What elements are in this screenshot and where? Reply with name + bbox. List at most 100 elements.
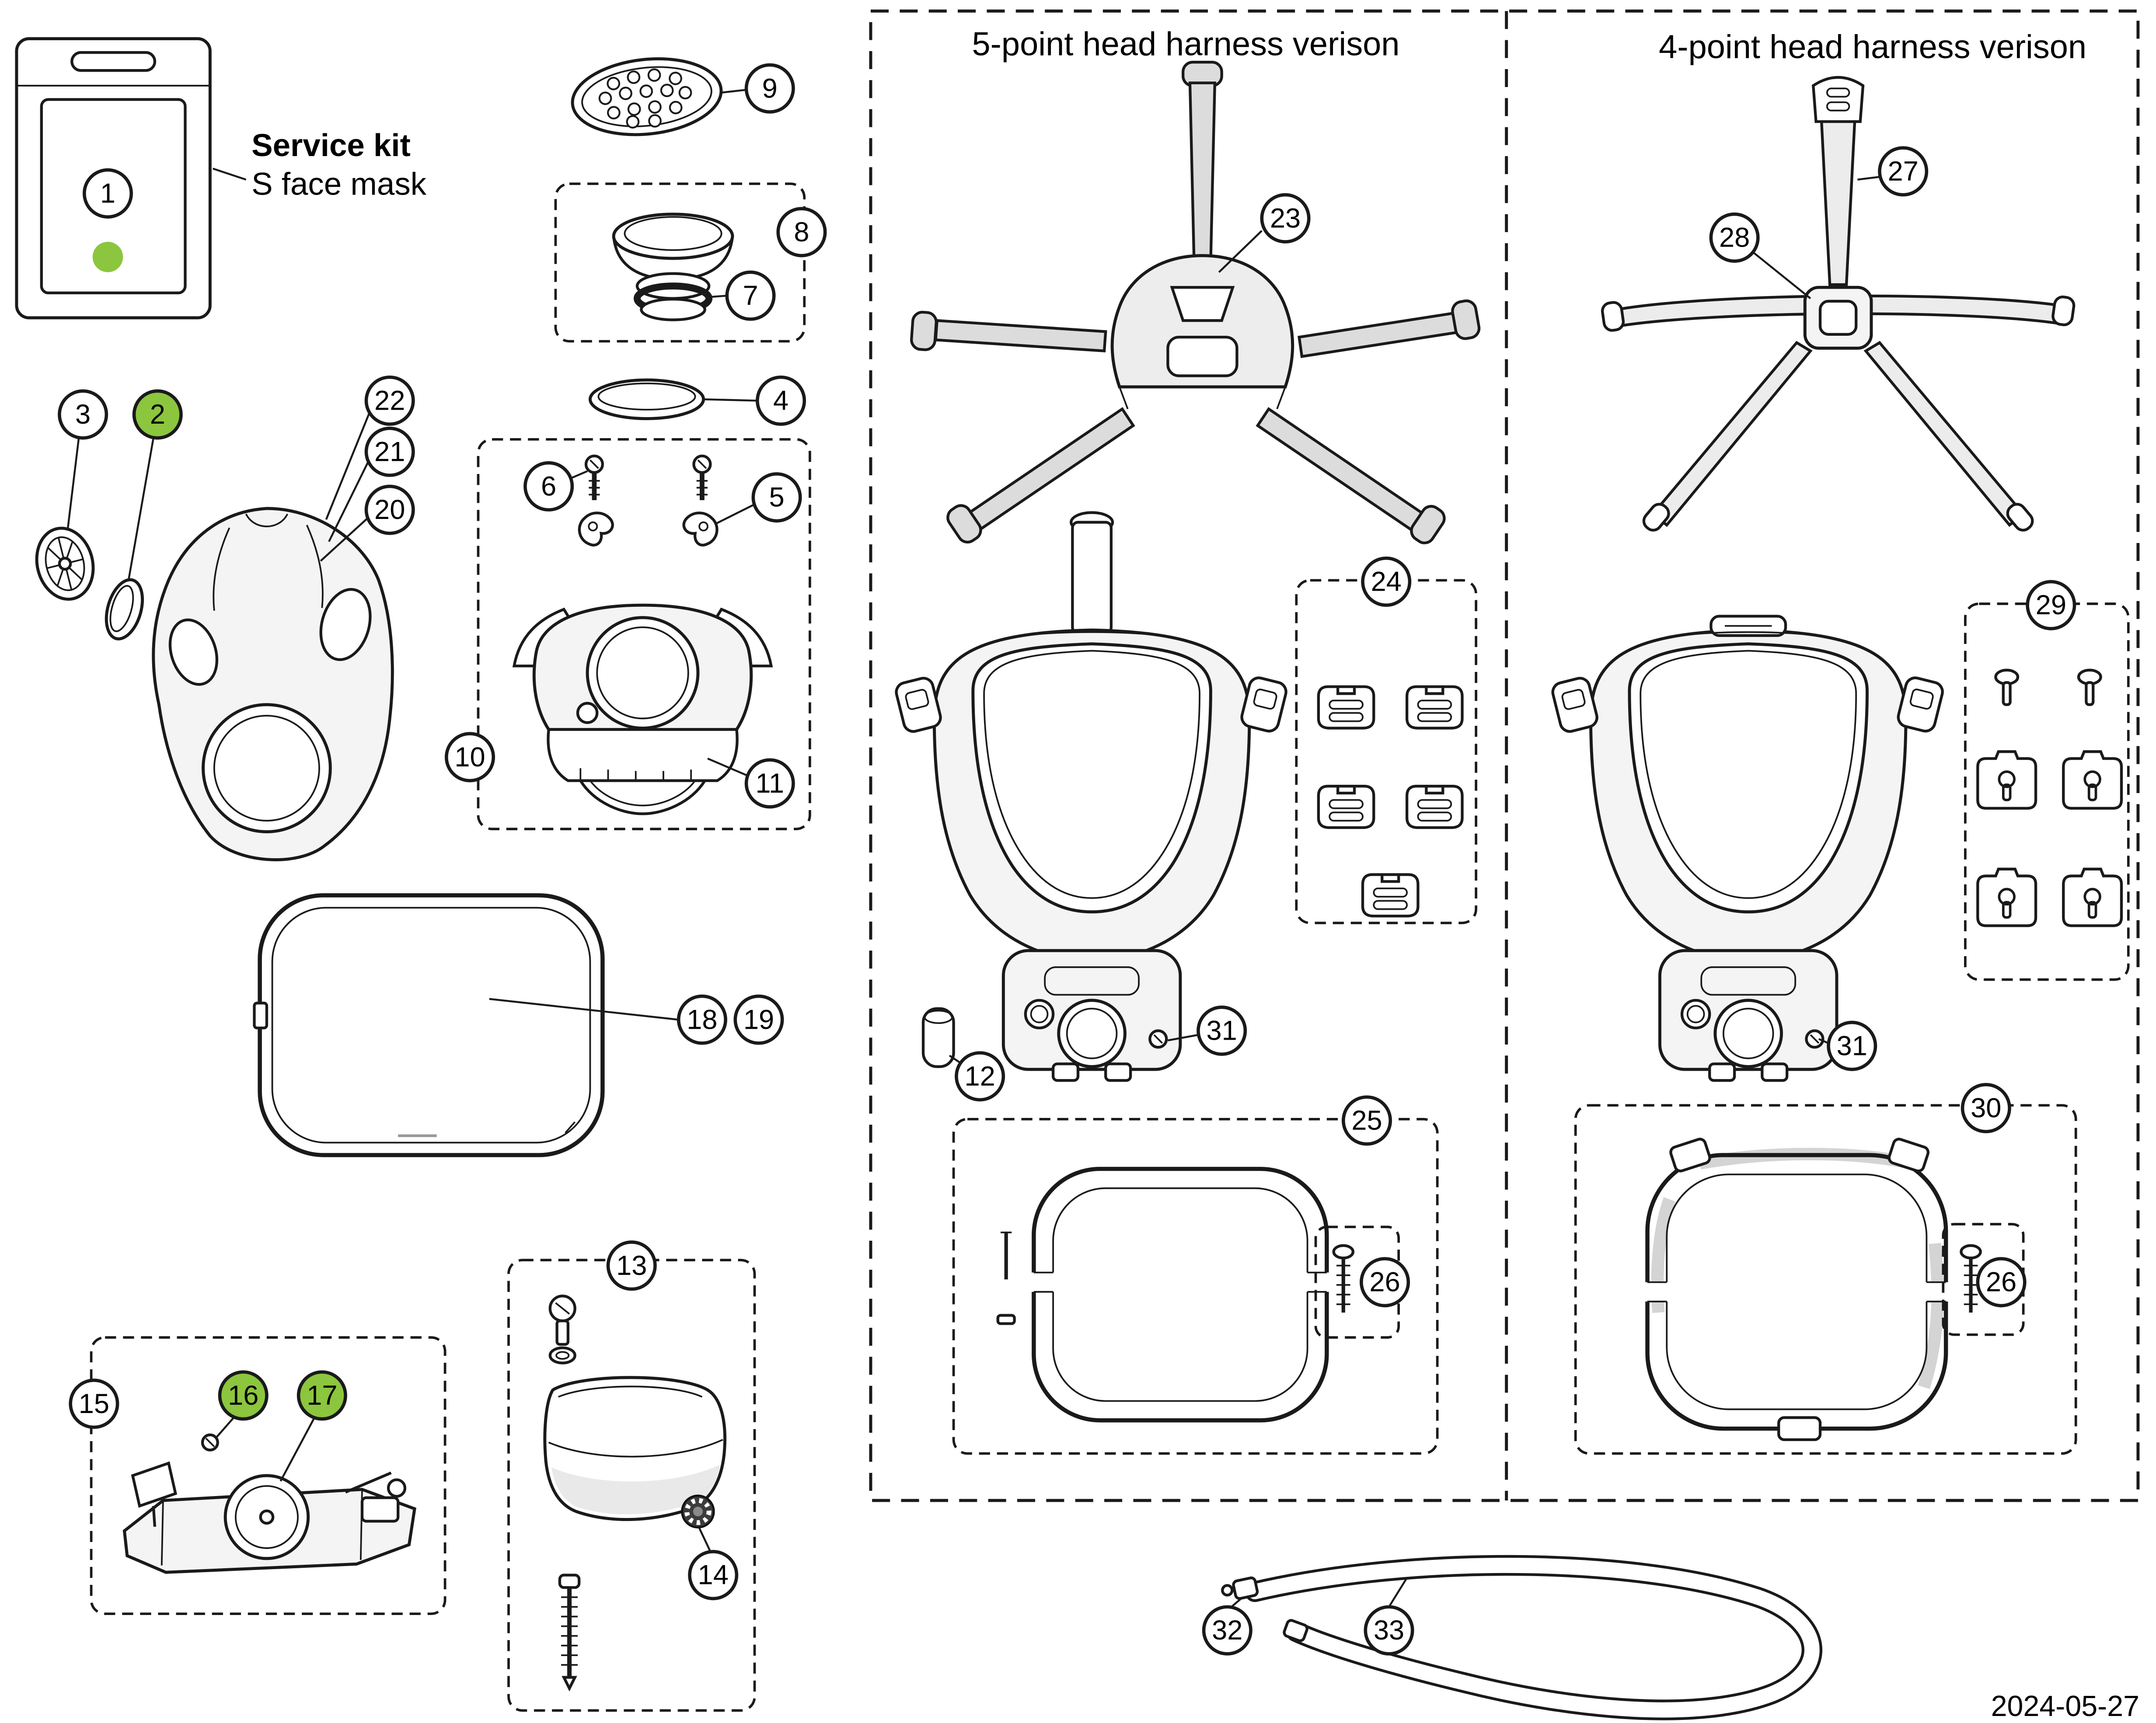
svg-text:11: 11 — [755, 768, 784, 799]
revision-date: 2024-05-27 — [1991, 1690, 2139, 1723]
service-kit-title: Service kit — [251, 128, 411, 163]
callout-19: 19 — [733, 994, 784, 1045]
service-kit-subtitle: S face mask — [251, 167, 427, 202]
part-10-frame-kit — [477, 438, 811, 830]
part-5-screw — [692, 454, 712, 501]
cross-straps-28 — [1601, 285, 2076, 532]
svg-text:33: 33 — [1374, 1615, 1404, 1646]
clip-right — [682, 512, 719, 546]
five-point-mask-chin — [1001, 949, 1182, 1082]
callout-7: 7 — [725, 270, 776, 321]
callout-12: 12 — [955, 1051, 1005, 1102]
part-4-gasket — [588, 378, 705, 421]
clip — [1405, 785, 1464, 829]
buckle — [2062, 867, 2123, 927]
svg-text:13: 13 — [616, 1250, 647, 1281]
svg-text:2: 2 — [150, 399, 165, 430]
cover-shell — [543, 1376, 727, 1521]
bolt — [548, 1295, 576, 1364]
callout-21: 21 — [364, 426, 415, 477]
svg-text:14: 14 — [698, 1560, 729, 1591]
part-12-plug — [921, 1007, 955, 1068]
pin — [1994, 668, 2020, 706]
five-point-mask — [895, 511, 1287, 1082]
buckle — [1976, 867, 2037, 927]
part-16-screw — [201, 1433, 219, 1451]
svg-text:28: 28 — [1719, 223, 1750, 253]
svg-text:5: 5 — [769, 482, 784, 513]
svg-text:17: 17 — [307, 1380, 337, 1411]
callout-26-right: 26 — [1976, 1257, 2027, 1308]
frame-halves — [1028, 1166, 1333, 1423]
callout-14: 14 — [688, 1550, 739, 1601]
callout-5: 5 — [751, 472, 802, 523]
frame-30 — [1639, 1138, 1952, 1441]
svg-text:10: 10 — [454, 742, 485, 773]
callout-32: 32 — [1202, 1605, 1252, 1656]
svg-text:16: 16 — [228, 1380, 258, 1411]
service-kit-green-dot — [92, 242, 123, 272]
svg-text:26: 26 — [1369, 1267, 1400, 1298]
clip — [1317, 785, 1375, 829]
callout-30: 30 — [1961, 1083, 2011, 1134]
callout-9: 9 — [744, 63, 795, 114]
svg-text:23: 23 — [1270, 203, 1301, 233]
callout-13: 13 — [606, 1240, 657, 1291]
part-23-five-point-harness — [910, 61, 1481, 544]
callout-8: 8 — [776, 207, 827, 258]
part-9-diaphragm-cover — [571, 57, 723, 136]
svg-text:7: 7 — [743, 280, 758, 311]
svg-text:18: 18 — [687, 1004, 717, 1035]
four-point-mask — [1551, 615, 1944, 1082]
harness-sections-border — [869, 9, 2140, 1502]
four-point-section-title: 4-point head harness verison — [1659, 28, 2086, 66]
callout-11: 11 — [744, 758, 795, 809]
callout-28: 28 — [1709, 212, 1760, 263]
five-point-section-title: 5-point head harness verison — [972, 26, 1400, 63]
callout-31-four-point: 31 — [1827, 1020, 1877, 1071]
part-8-7-exhalation-valve-kit — [554, 182, 806, 343]
part-6-screw — [584, 454, 604, 501]
svg-text:25: 25 — [1351, 1105, 1382, 1136]
callout-26-left: 26 — [1360, 1257, 1410, 1308]
buckle — [2062, 750, 2123, 810]
part-3-valve-disc — [35, 526, 95, 601]
svg-text:32: 32 — [1212, 1615, 1242, 1646]
demand-valve-assembly — [122, 1433, 416, 1574]
callout-31-five-point: 31 — [1197, 1006, 1247, 1056]
callout-1: 1 — [82, 168, 133, 219]
part-2-membrane — [105, 578, 144, 640]
svg-text:29: 29 — [2036, 590, 2066, 620]
callout-33: 33 — [1364, 1605, 1414, 1656]
part-14-knob — [681, 1494, 715, 1529]
callout-23: 23 — [1260, 193, 1311, 244]
part-15-demand-valve-kit — [90, 1336, 447, 1615]
svg-text:30: 30 — [1971, 1093, 2001, 1124]
svg-text:31: 31 — [1837, 1030, 1867, 1061]
part-30-frame-kit — [1574, 1104, 2077, 1455]
callout-2: 2 — [132, 389, 183, 440]
long-screw — [558, 1573, 581, 1692]
strap-end-clip-32 — [1221, 1576, 1259, 1600]
svg-text:6: 6 — [541, 471, 556, 501]
svg-text:24: 24 — [1371, 566, 1402, 597]
svg-text:20: 20 — [374, 494, 405, 525]
pin — [2077, 668, 2102, 706]
svg-text:19: 19 — [743, 1004, 774, 1035]
callout-15: 15 — [69, 1378, 119, 1429]
svg-text:26: 26 — [1986, 1267, 2016, 1298]
callout-18: 18 — [677, 994, 727, 1045]
callout-6: 6 — [523, 461, 574, 512]
callout-29: 29 — [2026, 580, 2076, 630]
svg-text:31: 31 — [1207, 1016, 1237, 1046]
part-11-mask-frame — [512, 603, 773, 815]
callout-27: 27 — [1878, 146, 1929, 197]
part-26-screw-box-left — [1314, 1225, 1400, 1339]
clip — [1361, 873, 1420, 918]
svg-text:9: 9 — [762, 73, 778, 104]
callout-16: 16 — [218, 1370, 269, 1421]
clip-left — [578, 512, 614, 546]
leader-lines — [66, 89, 1880, 1608]
